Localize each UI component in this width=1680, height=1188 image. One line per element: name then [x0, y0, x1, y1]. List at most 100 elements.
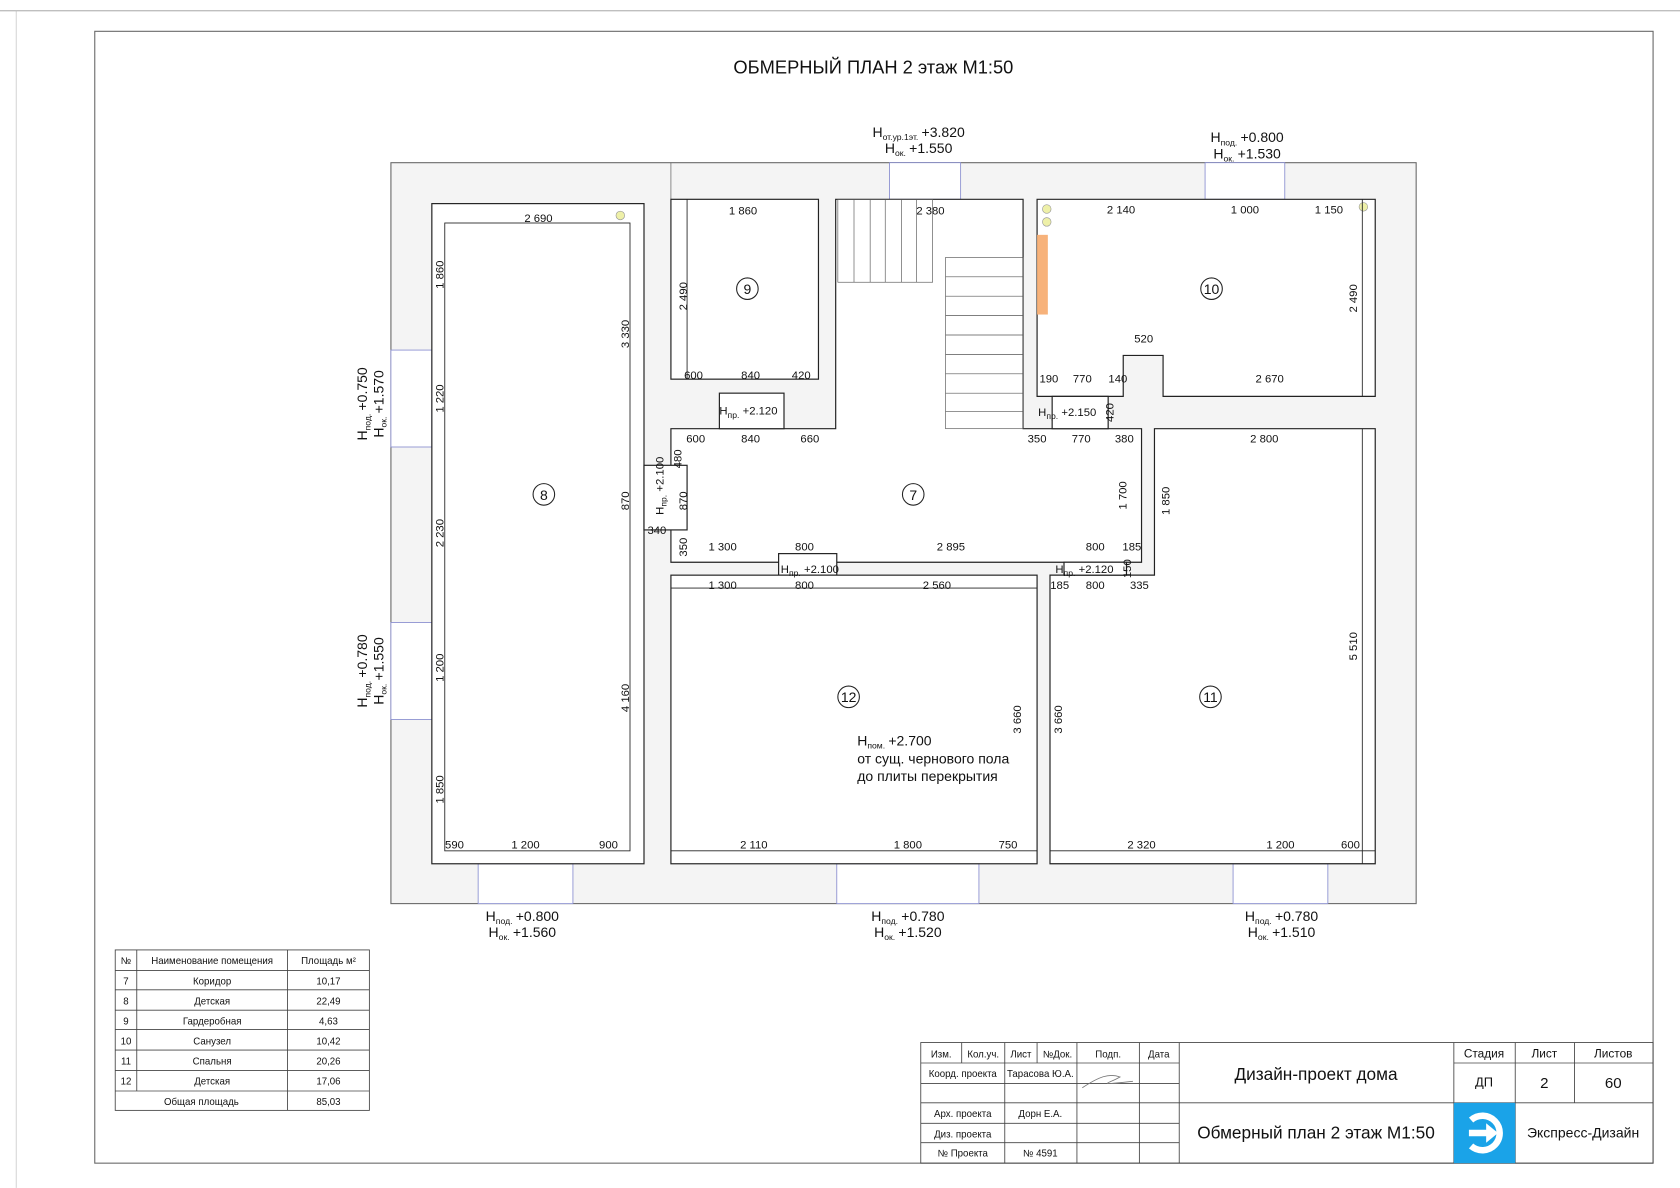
- dimension-label: 4 160: [620, 684, 632, 712]
- room-area: 10,17: [316, 976, 340, 987]
- room-number: 8: [123, 996, 128, 1007]
- svg-text:Арх. проекта: Арх. проекта: [934, 1109, 992, 1120]
- dimension-label: 1 700: [1117, 481, 1129, 509]
- dimension-label: 2 140: [1107, 204, 1135, 216]
- dimension-label: 335: [1130, 580, 1149, 592]
- dimension-label: 2 380: [916, 205, 944, 217]
- dimension-label: 2 670: [1256, 373, 1284, 385]
- table-header: №: [121, 956, 131, 967]
- dimension-label: 520: [1134, 334, 1153, 346]
- svg-text:Лист: Лист: [1010, 1050, 1032, 1061]
- room-number: 12: [121, 1077, 132, 1088]
- sheet-count: 60: [1605, 1075, 1622, 1092]
- table-row: 8 Детская 22,49: [123, 996, 340, 1007]
- pipe-icon: [1358, 202, 1369, 212]
- dimension-label: 600: [1341, 840, 1360, 852]
- room-8: [431, 203, 645, 865]
- window-height-label: Нпод.+0.780: [1245, 908, 1318, 926]
- svg-text:до плиты перекрытия: до плиты перекрытия: [857, 768, 998, 784]
- window-room-8-upper: [390, 349, 433, 448]
- dimension-label: 1 200: [511, 840, 539, 852]
- dimension-label: 590: [445, 840, 464, 852]
- room-marker-9: 9: [736, 277, 759, 300]
- room-name: Детская: [194, 996, 230, 1007]
- dimension-label: 1 800: [894, 840, 922, 852]
- svg-text:Изм.: Изм.: [931, 1050, 952, 1061]
- opening-height-label: Нпр.+2.120: [719, 406, 777, 420]
- drawing-frame: [94, 30, 1654, 1164]
- window-height-label: Нпод.+0.750: [354, 367, 372, 440]
- dimension-label: 870: [678, 491, 690, 510]
- room-marker-8: 8: [532, 483, 556, 506]
- dimension-label: 185: [1122, 541, 1141, 553]
- stage-value: ДП: [1475, 1075, 1493, 1090]
- room-area: 4,63: [319, 1016, 338, 1027]
- window-room-10: [1204, 162, 1286, 200]
- dimension-label: 350: [678, 538, 690, 557]
- room-number: 9: [123, 1016, 128, 1027]
- window-stair: [889, 162, 962, 200]
- dimension-label: 800: [795, 541, 814, 553]
- svg-text:№Док.: №Док.: [1043, 1050, 1072, 1061]
- window-room-8-lower: [390, 622, 433, 720]
- room-markers: 7 8 9 10 11 12: [532, 277, 1223, 709]
- room-11: [1049, 428, 1376, 865]
- svg-text:9: 9: [743, 281, 751, 297]
- window-height-label: Нпод.+0.800: [486, 908, 559, 926]
- room-name: Гардеробная: [183, 1016, 242, 1027]
- total-label: Общая площадь: [164, 1097, 239, 1108]
- dimension-label: 2 800: [1250, 434, 1278, 446]
- room-number: 10: [121, 1036, 132, 1047]
- room-area: 22,49: [316, 996, 340, 1007]
- svg-text:Тарасова Ю.А.: Тарасова Ю.А.: [1007, 1069, 1074, 1080]
- dimension-label: 900: [599, 840, 618, 852]
- dimension-label: 5 510: [1348, 632, 1360, 660]
- table-header: Наименование помещения: [151, 956, 273, 967]
- dimension-label: 340: [647, 525, 666, 537]
- company-name: Экспресс-Дизайн: [1527, 1124, 1639, 1140]
- sheet-number: 2: [1540, 1075, 1548, 1092]
- opening-height-label: Нпр.+2.100: [654, 457, 668, 515]
- svg-text:№ Проекта: № Проекта: [938, 1149, 989, 1160]
- window-height-label: Нок.+1.520: [874, 924, 942, 942]
- dimension-label: 800: [1086, 580, 1105, 592]
- dimension-label: 480: [673, 449, 685, 468]
- dimension-label: 140: [1108, 373, 1127, 385]
- window-height-label: Нот.ур.1эт.+3.820: [872, 124, 965, 142]
- dimension-label: 1 850: [1161, 487, 1173, 515]
- svg-text:Нпом.+2.700: Нпом.+2.700: [857, 732, 932, 750]
- svg-text:11: 11: [1203, 689, 1218, 705]
- room-marker-10: 10: [1200, 277, 1223, 300]
- dimension-label: 420: [792, 370, 811, 382]
- total-area: 85,03: [316, 1097, 340, 1108]
- svg-text:Дорн Е.А.: Дорн Е.А.: [1018, 1109, 1062, 1120]
- dimension-label: 2 560: [923, 580, 951, 592]
- project-title: Дизайн-проект дома: [1234, 1064, 1398, 1084]
- dimension-label: 800: [795, 580, 814, 592]
- svg-text:Коорд. проекта: Коорд. проекта: [929, 1069, 998, 1080]
- ceiling-height-note: Нпом.+2.700 от сущ. чернового пола до пл…: [857, 732, 1009, 784]
- dimension-label: 1 150: [1315, 204, 1343, 216]
- window-height-label: Нпод.+0.800: [1210, 129, 1283, 147]
- table-row: 9 Гардеробная 4,63: [123, 1016, 338, 1027]
- dimension-label: 660: [800, 434, 819, 446]
- room-name: Спальня: [193, 1057, 232, 1068]
- signature: [1082, 1074, 1133, 1089]
- window-height-label: Нок.+1.510: [1248, 924, 1316, 942]
- room-number: 7: [123, 976, 128, 987]
- dimension-label: 750: [999, 840, 1018, 852]
- room-12: [670, 574, 1038, 865]
- dimension-label: 1 220: [435, 384, 447, 412]
- dimension-label: 1 200: [435, 654, 447, 682]
- window-height-label: Нпод.+0.780: [354, 634, 372, 707]
- dimension-label: 2 895: [937, 541, 965, 553]
- company-logo-icon: [1453, 1102, 1516, 1164]
